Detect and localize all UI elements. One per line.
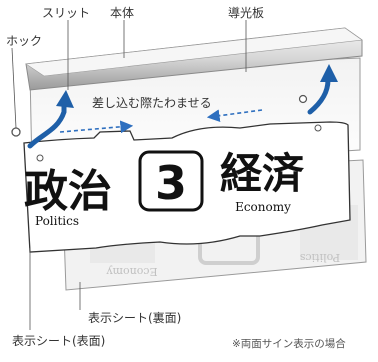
insert-direction-arrow-left bbox=[206, 109, 263, 123]
insertion-arrow-left-head-icon bbox=[56, 90, 74, 108]
hook-icon bbox=[11, 127, 21, 137]
hook-label: ホック bbox=[6, 34, 43, 48]
hook-leader-line bbox=[11, 47, 17, 129]
back-sheet-ghost-economy: Economy bbox=[106, 265, 158, 278]
light-guide-label: 導光板 bbox=[228, 6, 265, 20]
sign-number-box bbox=[138, 150, 204, 212]
sign-left-english: Politics bbox=[35, 214, 79, 228]
footnote-label: ※両面サイン表示の場合 bbox=[232, 338, 346, 350]
sign-number: 3 bbox=[155, 156, 187, 210]
back-sheet-label: 表示シート(裏面) bbox=[88, 311, 182, 325]
insertion-arrow-left-icon bbox=[27, 101, 67, 149]
right-hook-icon bbox=[298, 94, 308, 104]
insert-direction-arrow-right bbox=[59, 120, 134, 134]
sign-right-english: Economy bbox=[235, 200, 291, 214]
body-label: 本体 bbox=[110, 6, 135, 20]
sign-left-kanji: 政治 bbox=[24, 166, 112, 217]
slit-label: スリット bbox=[42, 6, 91, 20]
insertion-arrow-right-head-icon bbox=[320, 64, 338, 82]
front-sheet-label: 表示シート(表面) bbox=[12, 334, 106, 348]
back-sheet-ghost-politics: Politics bbox=[299, 251, 340, 264]
insert-instruction-label: 差し込む際たわませる bbox=[92, 96, 212, 110]
insertion-arrow-right-icon bbox=[307, 77, 331, 115]
main-body-bar bbox=[25, 27, 363, 91]
sign-right-kanji: 経済 bbox=[220, 149, 305, 198]
sheet-hole-left bbox=[36, 154, 44, 162]
sheet-hole-right bbox=[314, 124, 322, 132]
